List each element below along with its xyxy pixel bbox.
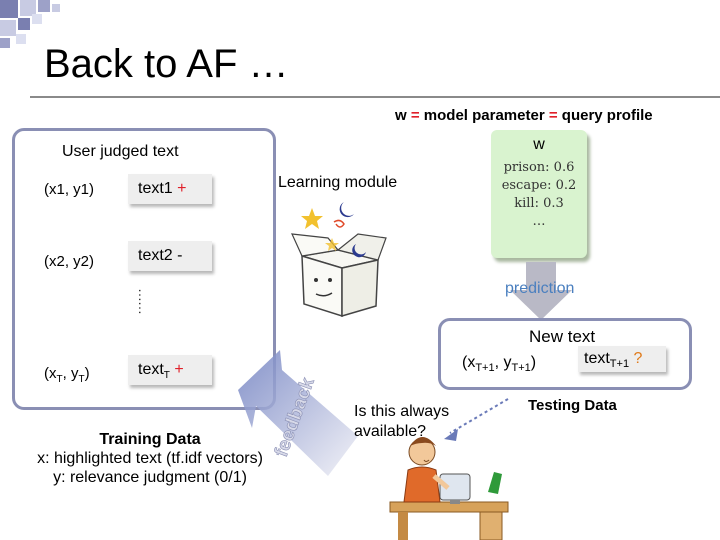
text-item-T: textT + bbox=[128, 355, 212, 385]
pair-row-T-c: ) bbox=[84, 365, 90, 382]
new-pair-label: (xT+1, yT+1) bbox=[462, 354, 536, 374]
pair-row-T-a: (x bbox=[44, 365, 57, 382]
training-data-caption: Training Data x: highlighted text (tf.id… bbox=[0, 430, 300, 487]
new-pair-sub2: T+1 bbox=[511, 362, 531, 375]
w-line-3: kill: 0.3 bbox=[514, 196, 564, 211]
pair-row-T-sub1: T bbox=[56, 374, 63, 385]
training-line-y: y: relevance judgment (0/1) bbox=[53, 469, 247, 486]
text-item-2-label: text2 bbox=[138, 247, 173, 264]
training-title: Training Data bbox=[99, 431, 201, 448]
question-text: Is this always available? bbox=[354, 402, 449, 442]
new-text-box-question: ? bbox=[633, 350, 643, 367]
new-text-box: textT+1 ? bbox=[578, 346, 666, 372]
question-line-2: available? bbox=[354, 423, 427, 440]
new-pair-sub1: T+1 bbox=[475, 362, 495, 375]
text-item-T-label: text bbox=[138, 361, 164, 378]
w-parameter-box bbox=[491, 130, 587, 258]
slide-title: Back to AF … bbox=[44, 42, 289, 86]
user-judged-heading: User judged text bbox=[62, 143, 179, 160]
w-label: w bbox=[533, 136, 545, 153]
text-item-2: text2 - bbox=[128, 241, 212, 271]
text-item-1-label: text1 bbox=[138, 180, 173, 197]
pair-row-2: (x2, y2) bbox=[44, 253, 95, 270]
new-pair-b: , y bbox=[494, 354, 512, 371]
parameter-definition: w = model parameter = query profile bbox=[395, 107, 653, 124]
prediction-label: prediction bbox=[505, 280, 575, 297]
title-divider bbox=[30, 96, 720, 98]
text-item-2-sign: - bbox=[177, 247, 183, 264]
w-line-4: … bbox=[532, 214, 546, 229]
training-line-x: x: highlighted text (tf.idf vectors) bbox=[37, 450, 263, 467]
person-at-desk-illustration bbox=[389, 437, 509, 540]
new-text-box-label: text bbox=[584, 350, 610, 367]
pair-row-T-b: , y bbox=[62, 365, 79, 382]
param-model: model parameter bbox=[423, 107, 545, 124]
new-pair-a: (x bbox=[462, 354, 476, 371]
pair-row-T: (xT, yT) bbox=[44, 365, 90, 385]
new-pair-c: ) bbox=[530, 354, 537, 371]
new-text-box-sub: T+1 bbox=[609, 358, 630, 371]
text-item-1-sign: + bbox=[177, 180, 187, 197]
w-line-1: prison: 0.6 bbox=[503, 160, 575, 175]
new-text-heading: New text bbox=[529, 327, 596, 346]
text-item-T-sub: T bbox=[163, 370, 170, 382]
testing-data-label: Testing Data bbox=[528, 397, 617, 414]
w-line-2: escape: 0.2 bbox=[501, 178, 577, 193]
param-equals-2: = bbox=[548, 107, 558, 124]
param-w: w bbox=[395, 107, 407, 124]
pair-row-T-sub2: T bbox=[78, 374, 85, 385]
magic-box-illustration bbox=[291, 202, 387, 318]
callout-pointer bbox=[444, 398, 509, 441]
learning-module-label: Learning module bbox=[278, 174, 398, 191]
question-line-1: Is this always bbox=[354, 403, 450, 420]
param-equals-1: = bbox=[410, 107, 420, 124]
pair-row-1: (x1, y1) bbox=[44, 181, 95, 198]
prediction-arrow bbox=[510, 262, 572, 320]
feedback-arrow: feedback bbox=[238, 350, 358, 476]
text-item-T-sign: + bbox=[174, 361, 184, 378]
ellipsis-vertical: …… bbox=[136, 288, 152, 314]
param-query: query profile bbox=[561, 107, 653, 124]
text-item-1: text1 + bbox=[128, 174, 212, 204]
